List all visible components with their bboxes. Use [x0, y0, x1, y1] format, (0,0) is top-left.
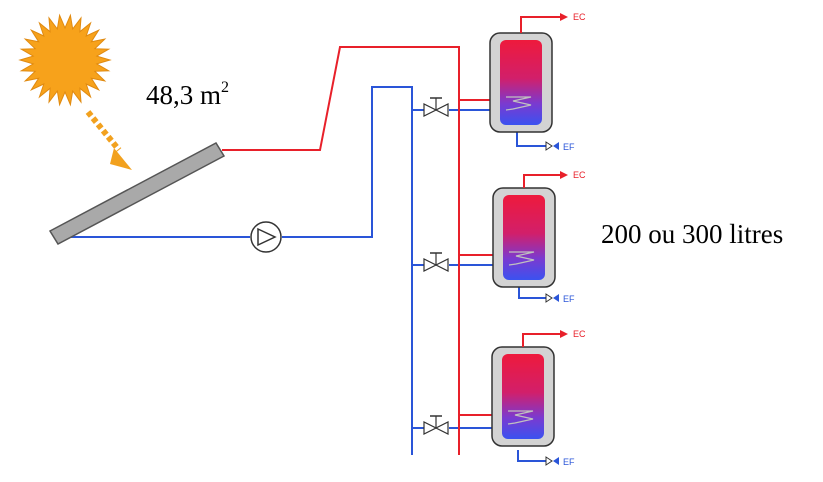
- pump-icon: [250, 221, 282, 253]
- tank-2-hot-outlet-label: EC: [573, 170, 586, 180]
- sun-icon: [18, 13, 112, 107]
- tank-3-hot-outlet-label: EC: [573, 329, 586, 339]
- tank-1-hot-outlet-label: EC: [573, 12, 586, 22]
- cold-water-pipes: [60, 86, 546, 462]
- tank-capacity-label: 200 ou 300 litres: [601, 219, 783, 249]
- valve-icon: [423, 252, 449, 272]
- tank-2-cold-inlet-label: EF: [563, 294, 575, 304]
- sun-ray-arrow: [85, 110, 132, 170]
- valve-icon: [423, 97, 449, 117]
- valve-icon: [423, 415, 449, 435]
- storage-tank-2: EC EF: [492, 170, 586, 304]
- tank-3-cold-inlet-label: EF: [563, 457, 575, 467]
- storage-tank-3: EC EF: [491, 329, 586, 467]
- collector-area-exponent: 2: [221, 79, 229, 96]
- collector-area-value: 48,3 m: [146, 80, 221, 110]
- collector-area-label: 48,3 m2: [146, 79, 229, 110]
- tank-1-cold-inlet-label: EF: [563, 142, 575, 152]
- solar-collector: [48, 142, 226, 245]
- storage-tank-1: EC EF: [489, 12, 586, 152]
